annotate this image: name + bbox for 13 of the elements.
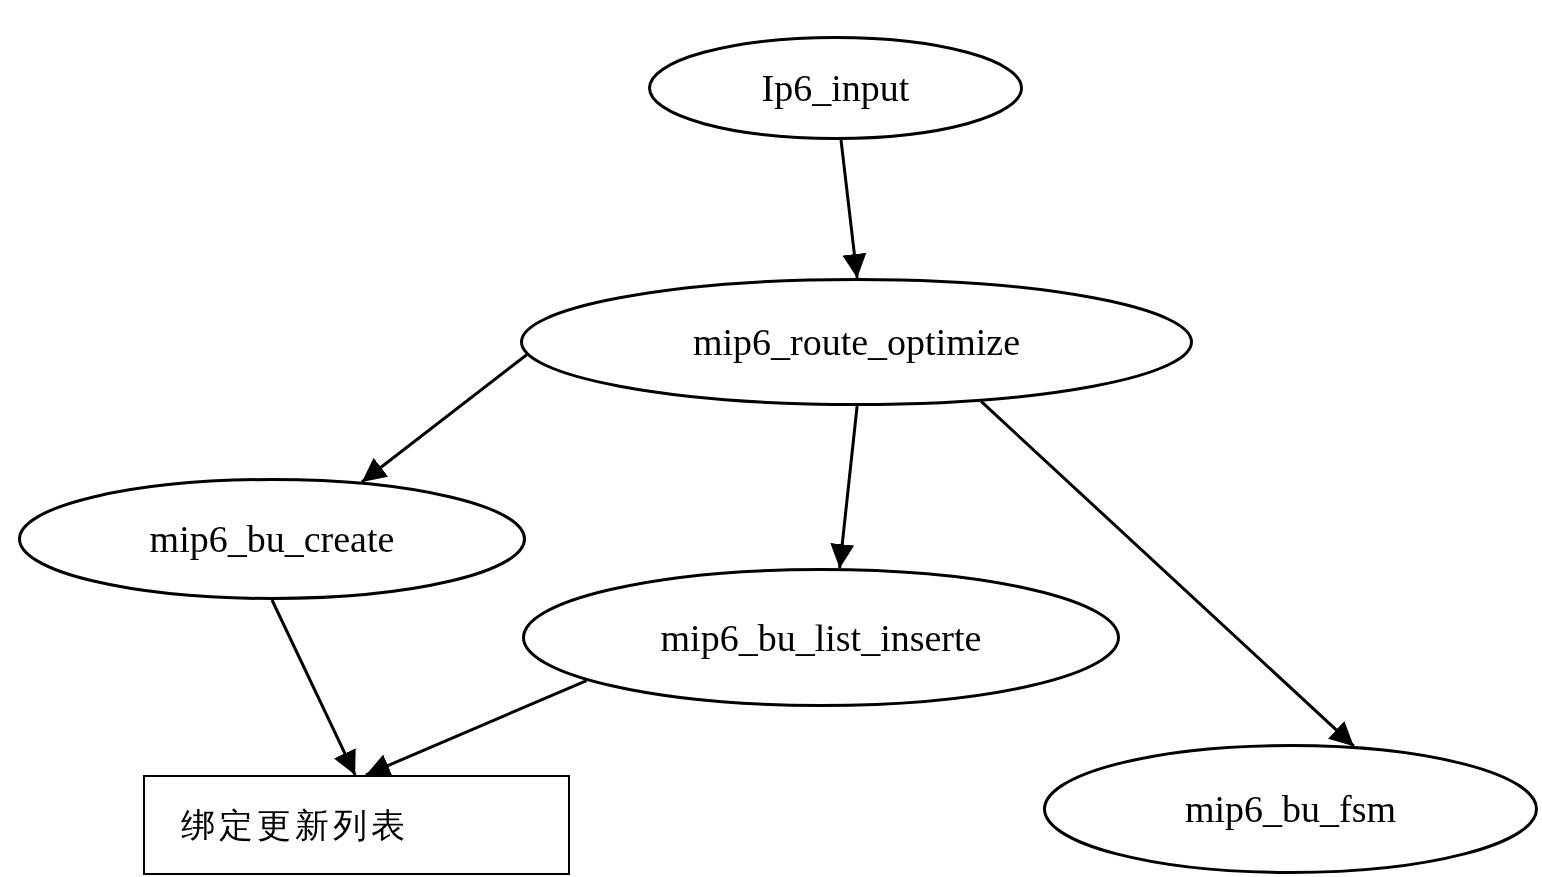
node-label: 绑定更新列表: [181, 804, 409, 847]
arrow: [365, 679, 588, 777]
node-label: Ip6_input: [761, 66, 910, 110]
arrow: [361, 353, 528, 484]
node-label: mip6_bu_create: [149, 517, 395, 561]
arrow: [839, 139, 867, 279]
process-box: [143, 775, 570, 875]
arrow: [270, 599, 357, 776]
arrow: [830, 405, 859, 569]
node-label: mip6_bu_list_inserte: [660, 615, 982, 660]
arrow: [980, 400, 1355, 748]
node-label: mip6_route_optimize: [692, 320, 1021, 364]
node-label: mip6_bu_fsm: [1184, 787, 1397, 831]
